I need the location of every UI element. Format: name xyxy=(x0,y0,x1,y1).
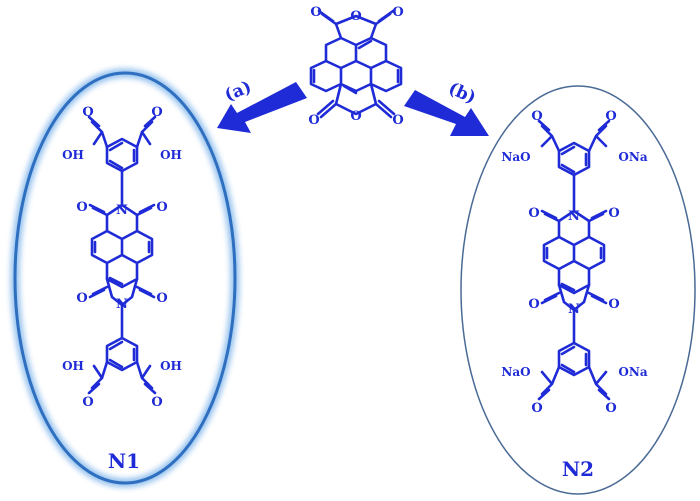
n1-structure xyxy=(87,115,157,395)
oxygen-label: O xyxy=(308,113,319,128)
oxygen-label: O xyxy=(531,109,542,124)
acid-group-label: OH xyxy=(62,359,84,373)
salt-group-label: ONa xyxy=(618,365,647,379)
oxygen-label: O xyxy=(350,9,361,24)
oxygen-label: O xyxy=(605,401,616,416)
nitrogen-label: N xyxy=(568,302,580,317)
salt-group-label: NaO xyxy=(501,365,530,379)
oxygen-label: O xyxy=(156,291,167,306)
step-a-label: (a) xyxy=(222,77,255,106)
arrow-a xyxy=(217,82,307,133)
arrow-b xyxy=(404,90,489,136)
oxygen-label: O xyxy=(608,297,619,312)
oxygen-label: O xyxy=(76,200,87,215)
oxygen-label: O xyxy=(392,5,403,20)
compound-name-n1: N1 xyxy=(108,449,140,473)
acid-group-label: OH xyxy=(160,148,182,162)
nitrogen-label: N xyxy=(116,297,128,312)
n1-enclosure xyxy=(10,68,240,488)
oxygen-label: O xyxy=(528,206,539,221)
oxygen-label: O xyxy=(151,105,162,120)
step-b-label: (b) xyxy=(445,79,479,109)
acid-group-label: OH xyxy=(62,148,84,162)
salt-group-label: ONa xyxy=(618,150,647,164)
oxygen-label: O xyxy=(82,105,93,120)
dianhydride-structure xyxy=(309,9,403,119)
oxygen-label: O xyxy=(82,395,93,410)
oxygen-label: O xyxy=(608,206,619,221)
n2-structure xyxy=(537,119,611,401)
oxygen-label: O xyxy=(310,5,321,20)
nitrogen-label: N xyxy=(116,203,128,218)
n2-enclosure xyxy=(460,85,696,495)
oxygen-label: O xyxy=(392,113,403,128)
salt-group-label: NaO xyxy=(501,150,530,164)
compound-name-n2: N2 xyxy=(562,457,594,481)
acid-group-label: OH xyxy=(160,359,182,373)
oxygen-label: O xyxy=(531,401,542,416)
oxygen-label: O xyxy=(76,291,87,306)
oxygen-label: O xyxy=(350,109,361,124)
oxygen-label: O xyxy=(156,200,167,215)
oxygen-label: O xyxy=(605,109,616,124)
oxygen-label: O xyxy=(528,297,539,312)
oxygen-label: O xyxy=(151,395,162,410)
nitrogen-label: N xyxy=(568,209,580,224)
